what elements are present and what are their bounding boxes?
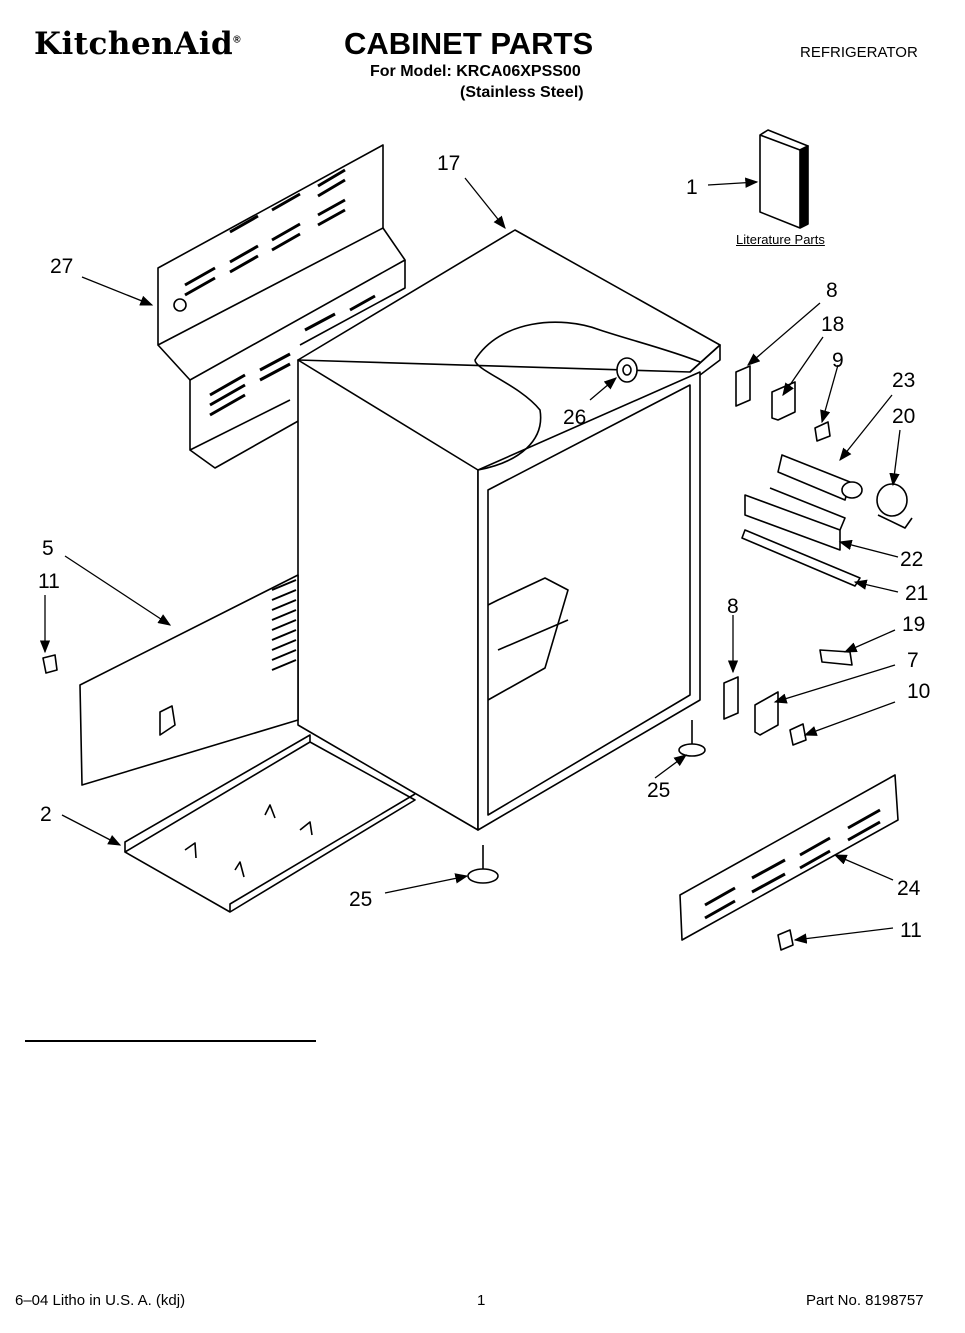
- rear-grille-panel: [157, 144, 406, 469]
- brand-name: KitchenAid: [34, 26, 234, 62]
- callout-9: 9: [832, 349, 844, 372]
- callout-24: 24: [897, 877, 921, 900]
- registered-mark: ®: [233, 34, 242, 46]
- front-grille: [679, 774, 899, 941]
- drain-cap: [876, 483, 913, 529]
- leveling-leg-front: [467, 845, 499, 884]
- drain-grommet: [616, 357, 638, 383]
- callout-7: 7: [907, 649, 919, 672]
- category-label: REFRIGERATOR: [800, 44, 918, 61]
- callout-23: 23: [892, 369, 915, 392]
- callout-25-front: 25: [349, 888, 372, 911]
- side-panel: [79, 574, 299, 786]
- leveling-leg-rear: [678, 720, 706, 757]
- variant-line: (Stainless Steel): [460, 84, 584, 101]
- brand-logo: KitchenAid®: [34, 26, 241, 62]
- callout-2: 2: [40, 803, 52, 826]
- page-title: CABINET PARTS: [344, 26, 594, 61]
- literature-booklet: [759, 129, 809, 229]
- literature-parts-label: Literature Parts: [736, 232, 825, 247]
- callout-22: 22: [900, 548, 923, 571]
- callout-10: 10: [907, 680, 930, 703]
- callout-20: 20: [892, 405, 915, 428]
- footer-litho: 6–04 Litho in U.S. A. (kdj): [15, 1292, 186, 1309]
- hinge-bracket-bottom: [723, 676, 779, 736]
- drip-tray: [744, 487, 846, 551]
- callout-11-side: 11: [38, 570, 60, 593]
- screw-11-side: [42, 654, 58, 674]
- screw-11-front: [777, 929, 794, 951]
- footer-page-number: 1: [477, 1292, 486, 1309]
- callout-8-bottom: 8: [727, 595, 739, 618]
- base-pan: [124, 734, 416, 913]
- callout-5: 5: [42, 537, 54, 560]
- screw-9: [814, 421, 831, 442]
- tray-bracket: [741, 529, 861, 587]
- model-line: For Model: KRCA06XPSS00: [370, 63, 581, 80]
- callout-27: 27: [50, 255, 73, 278]
- callout-26: 26: [563, 406, 586, 429]
- callout-1: 1: [686, 176, 698, 199]
- screw-10: [789, 723, 807, 746]
- callout-17: 17: [437, 152, 460, 175]
- leader-lines: [39, 177, 901, 944]
- cabinet-body: [297, 229, 721, 831]
- callout-labels: 1 17 27 8 18 9 23 20 26 22 21 5 11 8 19 …: [38, 152, 930, 942]
- hinge-bracket-top: [735, 365, 796, 421]
- callout-11-front: 11: [900, 919, 922, 942]
- footer-part-number: Part No. 8198757: [806, 1292, 924, 1309]
- clip-19: [819, 649, 853, 666]
- callout-25-rear: 25: [647, 779, 670, 802]
- callout-21: 21: [905, 582, 928, 605]
- callout-8-top: 8: [826, 279, 838, 302]
- drain-tube: [777, 454, 863, 501]
- callout-18: 18: [821, 313, 844, 336]
- callout-19: 19: [902, 613, 925, 636]
